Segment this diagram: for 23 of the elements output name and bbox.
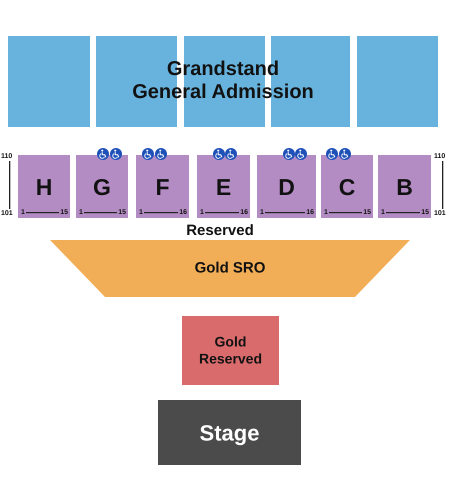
section-label: C: [338, 176, 356, 199]
seating-section: [18, 155, 70, 218]
seating-section: [197, 155, 250, 218]
grandstand-section: [357, 36, 438, 127]
stage-label: Stage: [200, 418, 260, 446]
grandstand-section: [8, 36, 90, 127]
stage: [158, 400, 301, 465]
area-label: Reserved: [186, 223, 254, 238]
seating-section: [76, 155, 128, 218]
area-label: Gold SRO: [194, 259, 266, 278]
section-label: F: [155, 176, 170, 199]
section-label: H: [36, 176, 52, 199]
section-label: E: [216, 176, 232, 199]
standing-area: [50, 240, 410, 297]
section-label: B: [396, 176, 413, 199]
section-label: Gold Reserved: [198, 333, 264, 368]
seating-section: [378, 155, 431, 218]
section-label: G: [93, 176, 111, 199]
seating-section: [321, 155, 373, 218]
section-label: D: [278, 176, 295, 199]
seating-section: [257, 155, 316, 218]
seating-section: [182, 316, 279, 385]
seating-section: [136, 155, 189, 218]
